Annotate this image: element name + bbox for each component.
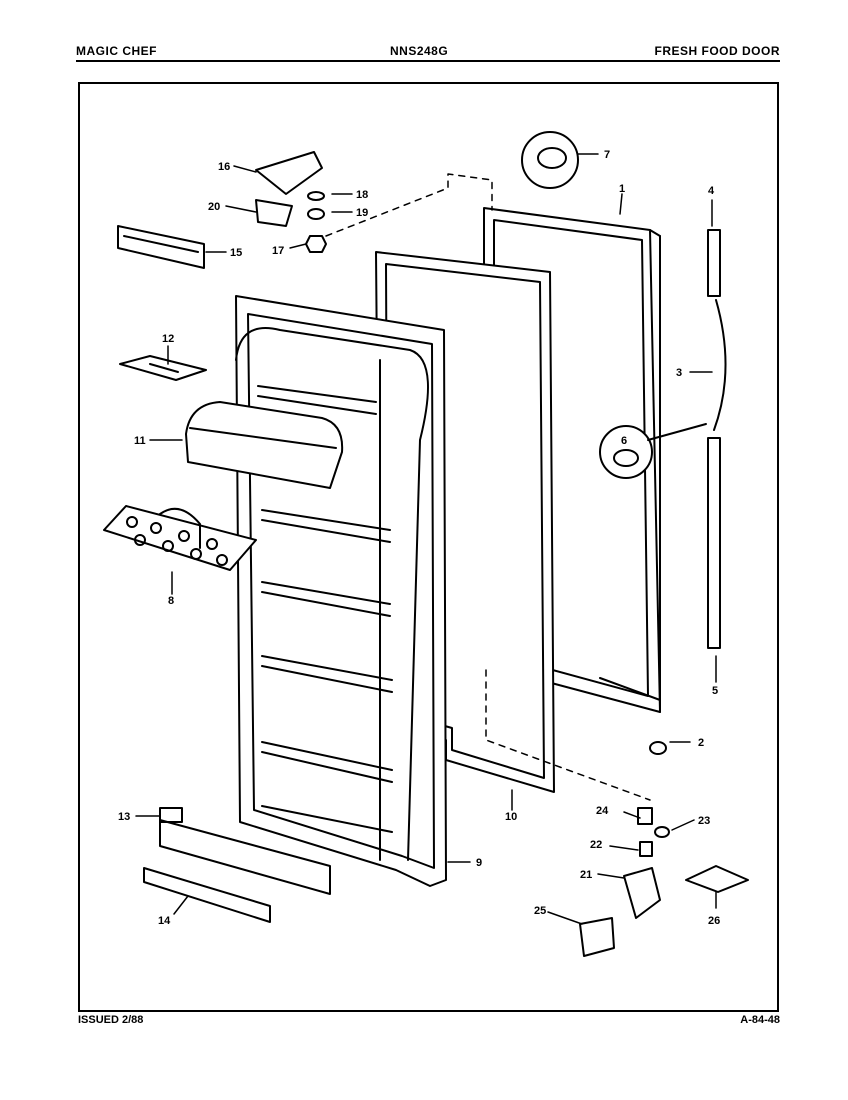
callout-13: 13: [118, 811, 130, 823]
callout-22: 22: [590, 839, 602, 851]
section-title: FRESH FOOD DOOR: [654, 44, 780, 58]
door-closer-assembly: [707, 229, 727, 649]
brand-label: MAGIC CHEF: [76, 44, 157, 58]
callout-11: 11: [134, 435, 146, 447]
callout-9: 9: [476, 857, 482, 869]
header-rule: [76, 60, 780, 62]
callout-2: 2: [698, 737, 704, 749]
callout-23: 23: [698, 815, 710, 827]
alignment-dashes: [325, 173, 651, 801]
issued-date: ISSUED 2/88: [78, 1014, 144, 1026]
callout-19: 19: [356, 207, 368, 219]
door-liner: [235, 295, 447, 887]
butter-shelf: [119, 355, 207, 381]
bottom-trim-strip: [143, 867, 271, 923]
cam-detail-bubble: [599, 423, 707, 479]
callout-24: 24: [596, 805, 609, 817]
top-hinge-parts: [255, 151, 327, 253]
handle-bracket: [117, 225, 205, 269]
bottom-hinge-parts: [579, 807, 749, 957]
callout-25: 25: [534, 905, 546, 917]
callout-10: 10: [505, 811, 517, 823]
callout-3: 3: [676, 367, 682, 379]
callout-labels: 1 2 3 4 5 6 7 8 9 10 11 12 13 14 15 16 1…: [118, 149, 720, 927]
callout-5: 5: [712, 685, 718, 697]
washer: [649, 741, 667, 755]
diagram-frame: [78, 82, 779, 1012]
callout-6: 6: [621, 435, 627, 447]
leader-lines: [135, 153, 717, 925]
callout-15: 15: [230, 247, 242, 259]
dairy-door: [185, 401, 344, 489]
diagram-code: A-84-48: [740, 1014, 780, 1026]
hinge-cap: [521, 131, 579, 189]
callout-8: 8: [168, 595, 174, 607]
bottom-shelf-bar: [159, 807, 331, 895]
callout-7: 7: [604, 149, 610, 161]
model-number: NNS248G: [390, 44, 449, 58]
callout-4: 4: [708, 185, 715, 197]
callout-18: 18: [356, 189, 368, 201]
callout-14: 14: [158, 915, 171, 927]
callout-12: 12: [162, 333, 174, 345]
callout-16: 16: [218, 161, 230, 173]
callout-1: 1: [619, 183, 625, 195]
callout-17: 17: [272, 245, 284, 257]
callout-20: 20: [208, 201, 220, 213]
egg-tray: [103, 505, 257, 571]
callout-26: 26: [708, 915, 720, 927]
callout-21: 21: [580, 869, 592, 881]
